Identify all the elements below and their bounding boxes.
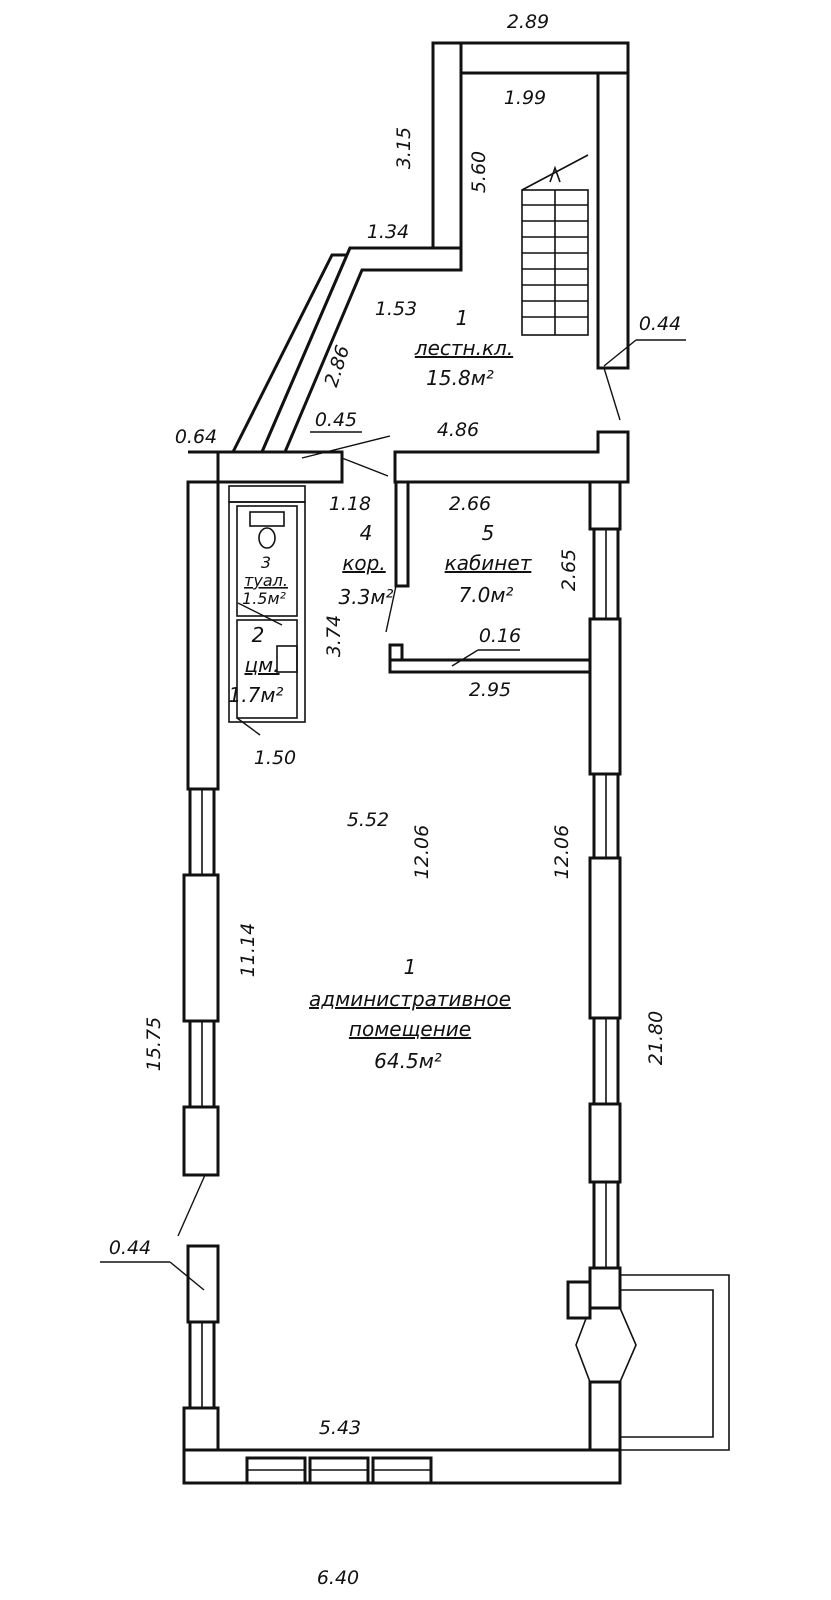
sink-icon (276, 645, 298, 673)
dim-right-total: 21.80 (645, 1011, 667, 1065)
dim-diag-inner: 1.53 (375, 298, 417, 320)
dim-office-depth: 2.65 (558, 549, 580, 591)
office-bottom-partition (388, 658, 592, 674)
room-office-number: 5 (482, 521, 495, 545)
dim-main-left-wall: 11.14 (237, 923, 259, 977)
main-right-wall (566, 480, 637, 1485)
room-admin-number: 1 (404, 955, 417, 979)
dim-stair-wall: 0.44 (639, 313, 681, 335)
room-stair-area: 15.8м² (426, 366, 494, 390)
stair-right-wall (596, 71, 630, 370)
stairwell-walls (230, 41, 630, 454)
dim-bottom-outer: 6.40 (317, 1567, 359, 1589)
room-wc-name: цм. (244, 653, 279, 677)
room-stair-name: лестн.кл. (414, 336, 513, 360)
dim-diag-upper: 1.34 (367, 221, 409, 243)
dim-bottom-inner: 5.43 (319, 1417, 361, 1439)
room-office-area: 7.0м² (459, 583, 514, 607)
room-corridor-name: кор. (342, 551, 385, 575)
dimension-labels: 2.89 1.99 3.15 5.60 1.34 1.53 2.86 0.44 … (109, 11, 681, 1589)
partition-walls (188, 430, 630, 484)
dim-office-width: 2.66 (449, 493, 491, 515)
stairs (521, 154, 589, 336)
porch (620, 1274, 730, 1451)
room-toilet-area: 1.5м² (242, 589, 287, 608)
dim-stair-inner-width: 1.99 (504, 87, 546, 109)
dim-main-length-right: 12.06 (551, 825, 573, 879)
dim-upper-left-wall: 3.15 (393, 127, 415, 169)
corridor-partition (394, 480, 410, 588)
room-admin-area: 64.5м² (374, 1049, 442, 1073)
dim-main-length-mid: 12.06 (411, 825, 433, 879)
dim-left-corner: 0.64 (175, 426, 217, 448)
main-left-wall (182, 480, 220, 1485)
dim-toilet-block-length: 3.74 (323, 615, 345, 657)
room-admin-name-line1: административное (309, 987, 511, 1011)
room-toilet-number: 3 (261, 553, 271, 572)
office-partitions (385, 480, 592, 674)
stair-arrow-icon (549, 165, 561, 183)
dim-wc-width: 1.50 (254, 747, 296, 769)
stair-top-wall (433, 41, 630, 75)
dim-office-partition: 0.16 (479, 625, 521, 647)
toilet-block (228, 485, 306, 736)
room-wc-number: 2 (252, 623, 265, 647)
room-labels: 1 лестн.кл. 15.8м² 3 туал. 1.5м² 2 цм. 1… (229, 306, 533, 1073)
wall-niche (566, 1280, 592, 1320)
dim-left-total: 15.75 (143, 1017, 165, 1071)
dim-stair-inner-length: 5.60 (468, 151, 490, 193)
room-corridor-area: 3.3м² (339, 585, 394, 609)
bottom-wall (182, 1448, 622, 1485)
dim-corridor-width: 1.18 (329, 493, 371, 515)
room-corridor-number: 4 (360, 521, 373, 545)
left-partition-stub (188, 450, 344, 484)
dim-top-width: 2.89 (507, 11, 549, 33)
room-admin-name-line2: помещение (349, 1017, 471, 1041)
room-office-name: кабинет (445, 551, 533, 575)
room-stair-number: 1 (456, 306, 469, 330)
dim-hall-width: 4.86 (437, 419, 479, 441)
toilet-bowl-icon (258, 527, 276, 549)
leader-lines (100, 339, 686, 1291)
dim-main-width-inner: 5.52 (347, 809, 389, 831)
room-toilet-name: туал. (244, 571, 288, 590)
right-partition (393, 430, 630, 484)
dim-office-bottom: 2.95 (469, 679, 511, 701)
toilet-room (236, 505, 298, 617)
dim-partition-thickness: 0.45 (315, 409, 357, 431)
dim-lower-left-wall: 0.44 (109, 1237, 151, 1259)
room-wc-area: 1.7м² (229, 683, 284, 707)
